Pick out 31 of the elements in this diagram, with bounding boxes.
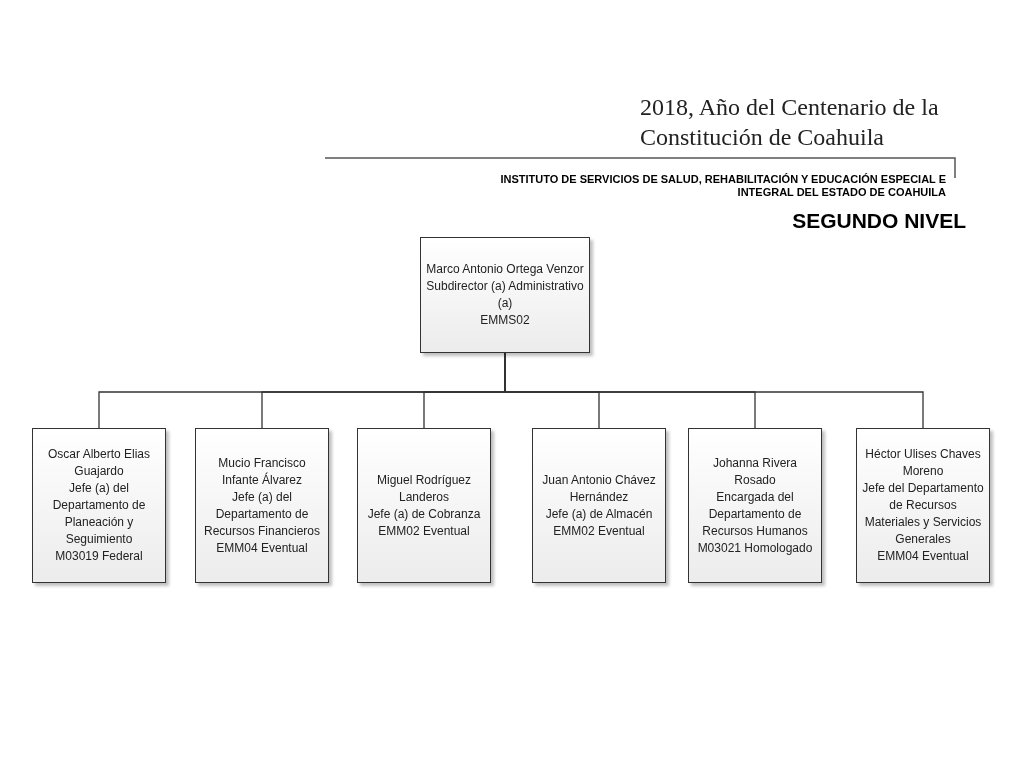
person-name: Johanna Rivera Rosado — [711, 454, 799, 489]
position-code: M03021 Homologado — [697, 539, 813, 557]
position-box — [195, 428, 329, 583]
page-title: SEGUNDO NIVEL — [791, 208, 966, 234]
slogan-text: 2018, Año del Centenario de la Constitución de Coahuila — [640, 93, 940, 152]
institute-name: INSTITUTO DE SERVICIOS DE SALUD, REHABILITACIÓN Y EDUCACIÓN ESPECIAL E INTEGRAL DEL ESTADO DE COAHUILA — [499, 173, 946, 199]
person-name: Marco Antonio Ortega Venzor — [426, 261, 584, 278]
job-title: Jefe (a) del Departamento de Recursos Financieros — [202, 488, 321, 540]
position-box — [856, 428, 990, 583]
position-code: EMMS02 — [480, 312, 530, 329]
position-code: EMM04 Eventual — [877, 548, 969, 565]
person-name: Miguel Rodríguez Landeros — [375, 471, 473, 506]
position-box — [532, 428, 666, 583]
job-title: Encargada del Departamento de Recursos Humanos — [701, 488, 809, 540]
person-name: Oscar Alberto Elias Guajardo — [46, 446, 151, 480]
person-name: Héctor Ulises Chaves Moreno — [864, 446, 982, 480]
job-title: Jefe del Departamento de Recursos Materiales y Servicios Generales — [861, 480, 985, 548]
position-code: EMM04 Eventual — [216, 539, 308, 557]
position-box — [420, 237, 590, 353]
position-code: EMM02 Eventual — [553, 522, 645, 540]
job-title: Jefe (a) del Departamento de Planeación y Seguimiento — [51, 480, 147, 548]
position-code: EMM02 Eventual — [378, 522, 470, 540]
position-code: M03019 Federal — [55, 548, 143, 565]
job-title: Jefe (a) de Almacén — [545, 505, 653, 523]
position-box — [32, 428, 166, 583]
job-title: Subdirector (a) Administrativo (a) — [425, 278, 585, 312]
job-title: Jefe (a) de Cobranza — [367, 505, 481, 523]
position-box — [688, 428, 822, 583]
position-box — [357, 428, 491, 583]
person-name: Mucio Francisco Infante Álvarez — [217, 454, 307, 489]
person-name: Juan Antonio Chávez Hernández — [541, 471, 657, 506]
